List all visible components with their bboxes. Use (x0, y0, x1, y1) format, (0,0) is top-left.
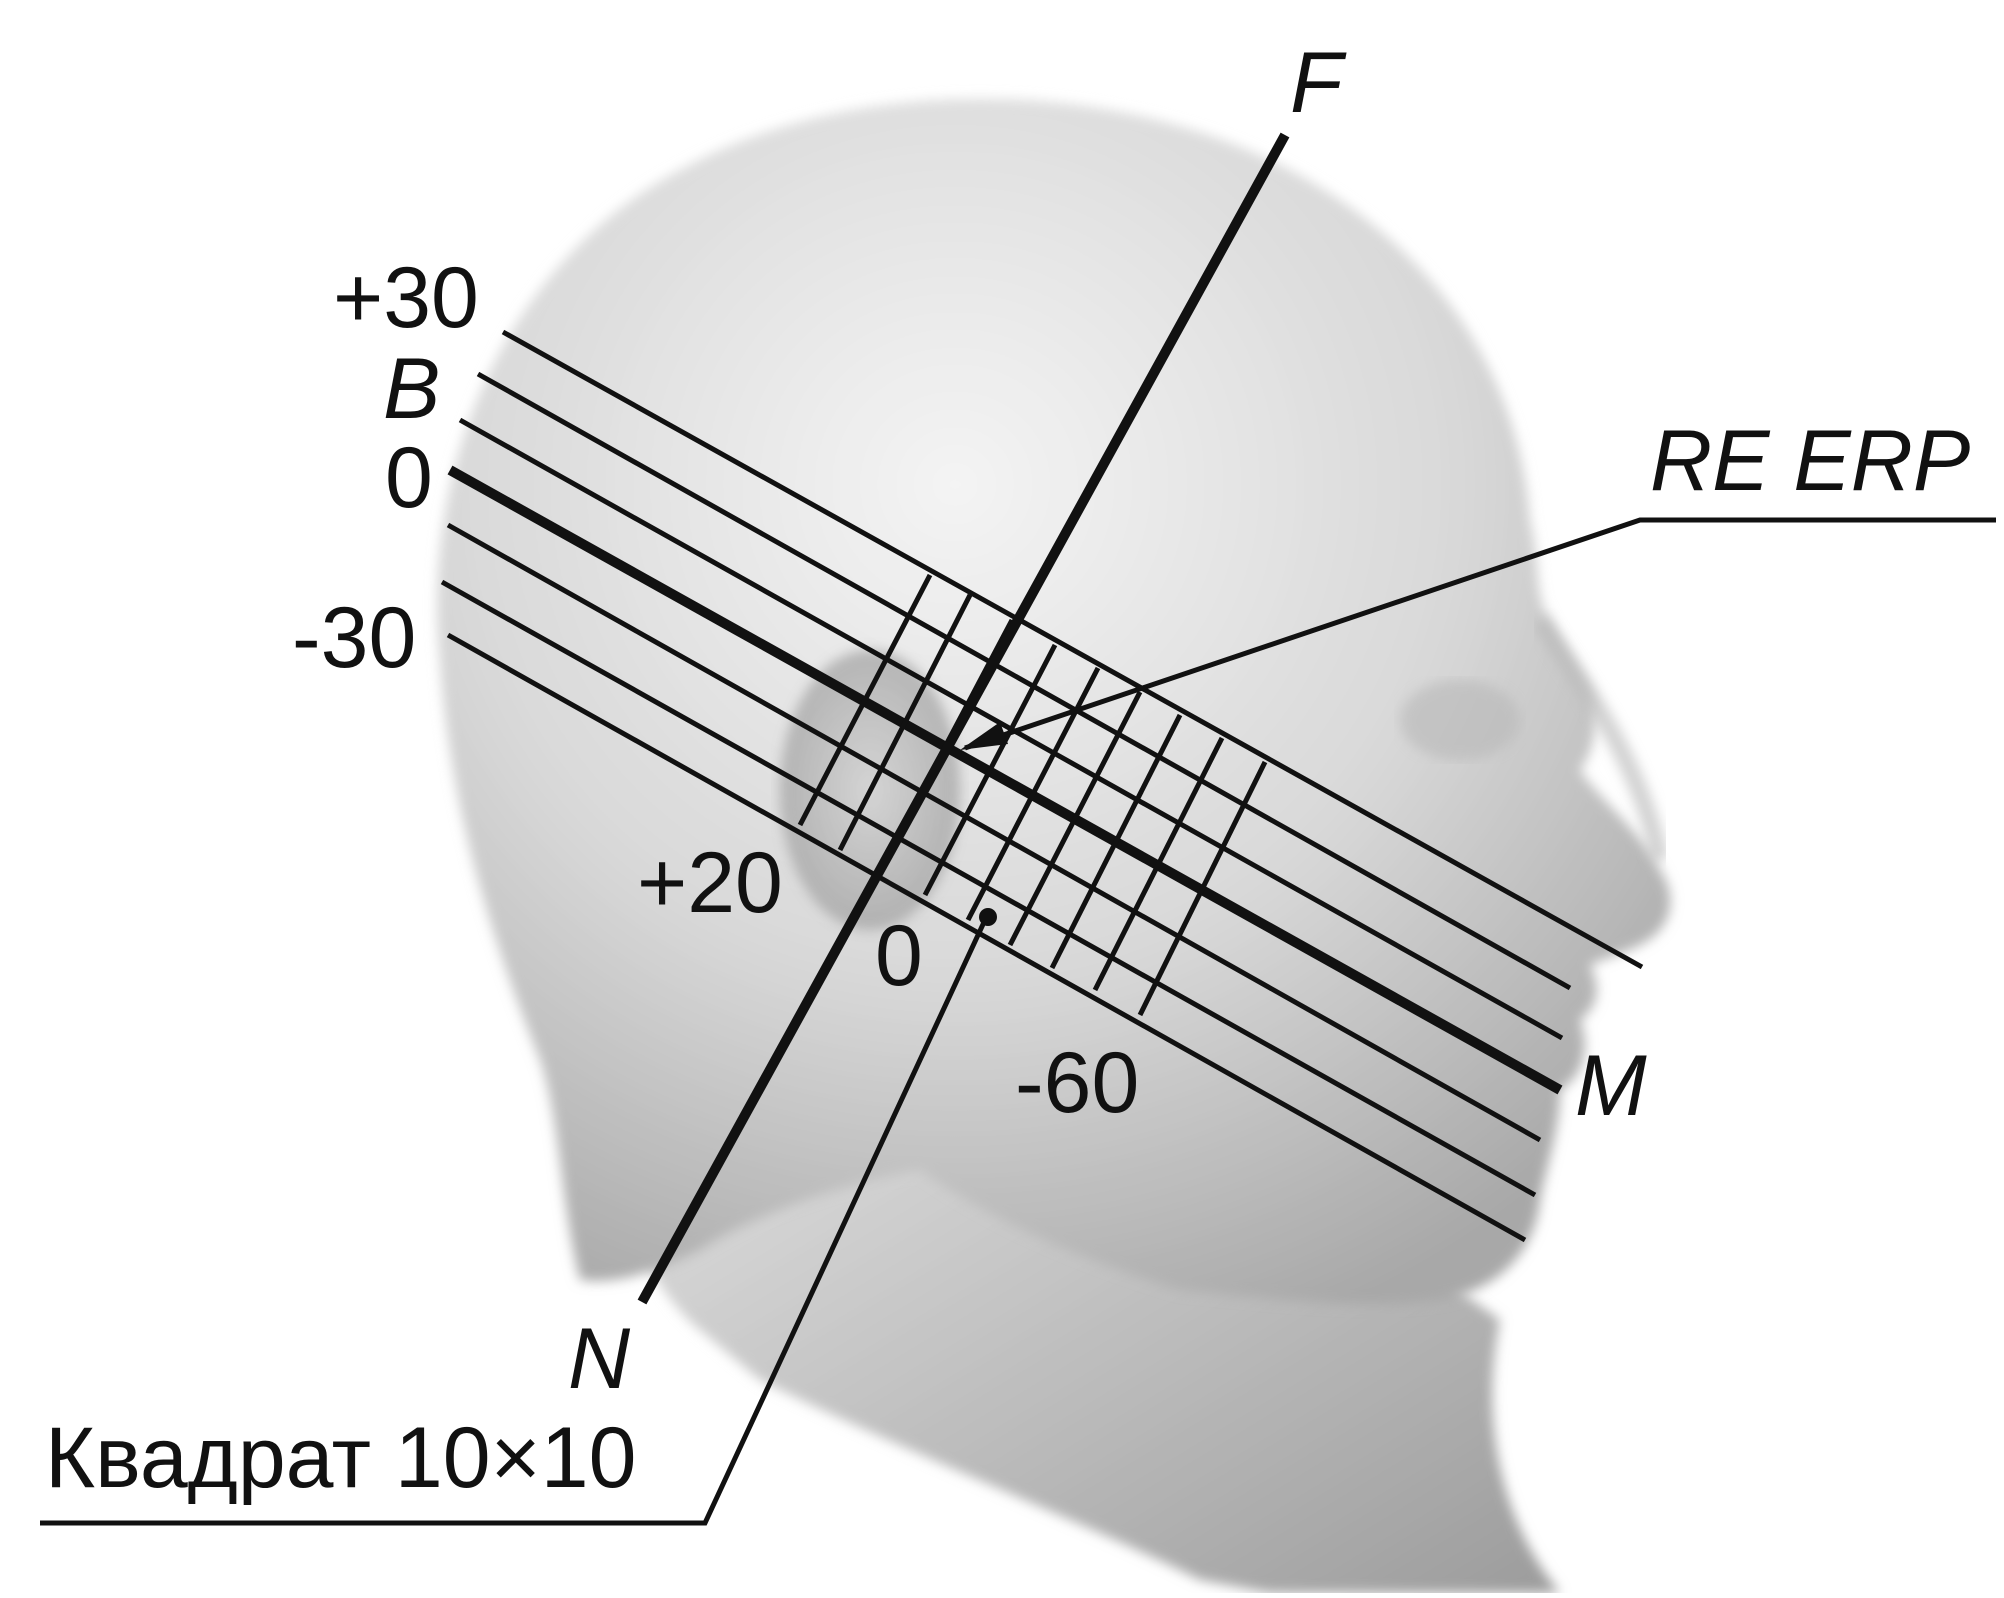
square-leader-line (40, 918, 988, 1526)
label-zero-bottom: 0 (875, 908, 923, 1004)
grid-line-7 (1049, 713, 1183, 970)
skull-shape (437, 98, 1671, 1305)
axes (637, 132, 1290, 1305)
label-n: N (568, 1311, 631, 1407)
label-f: F (1290, 35, 1347, 131)
label-square: Квадрат 10×10 (45, 1410, 636, 1506)
grid-line-4 (922, 643, 1058, 897)
square-marker-dot (979, 908, 997, 926)
label-plus20-bottom: +20 (637, 835, 783, 931)
re-erp-leader-line (964, 517, 1996, 751)
band-line-plus30 (501, 329, 1644, 970)
eye-shading (1400, 680, 1520, 760)
band-line-4 (446, 522, 1542, 1143)
grid-line-9 (1137, 760, 1268, 1017)
label-plus30-left: +30 (333, 250, 479, 346)
re-erp-arrowhead (960, 722, 1008, 750)
band-line-zero (447, 465, 1563, 1095)
grid-line-1 (797, 573, 933, 827)
axis-f-n (637, 132, 1290, 1305)
grid-line-6 (1007, 690, 1143, 947)
band-line-b (476, 371, 1572, 991)
label-minus30-left: -30 (292, 590, 416, 686)
horizontal-band-lines (440, 329, 1644, 1243)
grid-line-8 (1092, 736, 1225, 992)
band-line-minus30 (446, 632, 1527, 1243)
label-zero-left: 0 (385, 430, 433, 526)
head-silhouette (437, 98, 1671, 1593)
label-m: M (1575, 1038, 1647, 1134)
nose-shading (1532, 615, 1669, 862)
grid-line-2 (837, 593, 973, 852)
label-re-erp: RE ERP (1650, 413, 1970, 509)
band-line-5 (440, 579, 1537, 1198)
label-b: B (383, 341, 440, 437)
label-minus60-bottom: -60 (1015, 1035, 1139, 1131)
